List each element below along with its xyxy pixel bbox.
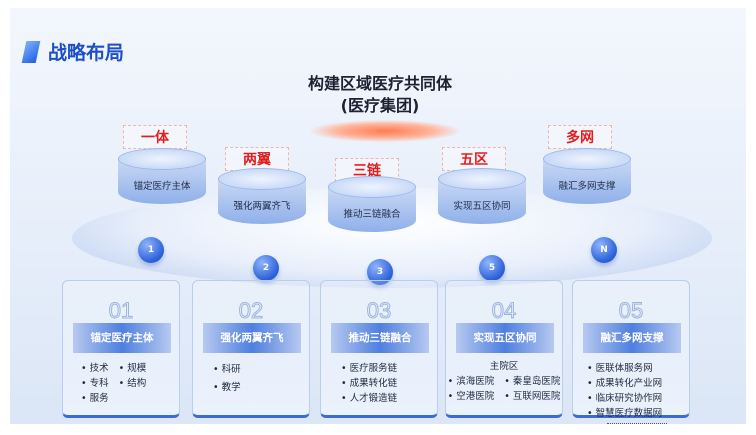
step-ball: 2 [253, 255, 279, 281]
more-dots [607, 423, 667, 424]
card-item: 技术 [81, 361, 109, 376]
card-item: 互联网医院 [504, 389, 561, 404]
pillar-label: 融汇多网支撑 [558, 181, 616, 192]
card-number: 04 [491, 298, 517, 324]
card-item: 规模 [119, 361, 146, 376]
card-title: 推动三链融合 [331, 323, 429, 353]
card-item: 智慧医疗数据网 [587, 406, 667, 421]
center-subtitle: (医疗集团) [340, 96, 420, 115]
header-bar-icon [21, 40, 41, 63]
card-item: 服务 [81, 391, 109, 406]
center-title: 构建区域医疗共同体 [307, 74, 452, 93]
card-item: 秦皇岛医院 [504, 374, 561, 389]
pillar-cylinder: 强化两翼齐飞 [218, 168, 306, 230]
cylinder-top [218, 168, 306, 190]
strategy-card: 04实现五区协同主院区滨海医院空港医院秦皇岛医院互联网医院 [445, 280, 563, 418]
card-number: 01 [108, 298, 134, 324]
card-title: 锚定医疗主体 [73, 323, 171, 353]
pillar-tag: 五区 [442, 147, 506, 171]
pillar-cylinder: 推动三链融合 [328, 176, 416, 238]
card-item: 成果转化产业网 [587, 376, 667, 391]
card-number: 03 [366, 298, 392, 324]
center-glow [310, 120, 460, 142]
strategy-card: 01锚定医疗主体技术专科服务规模结构 [62, 280, 180, 418]
strategy-card: 05融汇多网支撑医联体服务网成果转化产业网临床研究协作网智慧医疗数据网 [572, 280, 690, 424]
pillar-cylinder: 锚定医疗主体 [118, 148, 206, 210]
card-number: 05 [618, 298, 644, 324]
card-item: 结构 [119, 376, 146, 391]
cylinder-top [438, 168, 526, 190]
step-ball: 5 [479, 255, 505, 281]
card-title: 融汇多网支撑 [583, 323, 681, 353]
card-item: 教学 [213, 379, 241, 397]
card-item: 滨海医院 [448, 374, 494, 389]
cylinder-top [118, 148, 206, 170]
card-item: 专科 [81, 376, 109, 391]
card-item: 科研 [213, 361, 241, 379]
pillar-label: 锚定医疗主体 [133, 181, 191, 192]
strategy-card: 03推动三链融合医疗服务链成果转化链人才锻造链 [320, 280, 438, 418]
card-title: 强化两翼齐飞 [203, 323, 301, 353]
strategy-card: 02强化两翼齐飞科研教学 [192, 280, 310, 418]
step-ball: 1 [138, 237, 164, 263]
card-item: 人才锻造链 [341, 391, 398, 406]
card-item: 医疗服务链 [341, 361, 398, 376]
step-ball: N [591, 237, 617, 263]
cylinder-top [543, 148, 631, 170]
card-item: 医联体服务网 [587, 361, 667, 376]
card-title: 实现五区协同 [456, 323, 554, 353]
cylinder-top [328, 176, 416, 198]
card-item: 临床研究协作网 [587, 391, 667, 406]
pillar-label: 实现五区协同 [453, 201, 511, 212]
section-title: 战略布局 [48, 42, 125, 64]
pillar-tag: 一体 [123, 125, 187, 149]
pillar-cylinder: 融汇多网支撑 [543, 148, 631, 210]
pillar-label: 强化两翼齐飞 [233, 201, 291, 212]
card-main: 主院区 [489, 361, 519, 372]
pillar-cylinder: 实现五区协同 [438, 168, 526, 230]
card-item: 成果转化链 [341, 376, 398, 391]
pillar-tag: 多网 [548, 125, 612, 149]
section-header: 战略布局 [21, 38, 125, 65]
card-item: 空港医院 [448, 389, 494, 404]
pillar-label: 推动三链融合 [343, 209, 401, 220]
card-number: 02 [238, 298, 264, 324]
